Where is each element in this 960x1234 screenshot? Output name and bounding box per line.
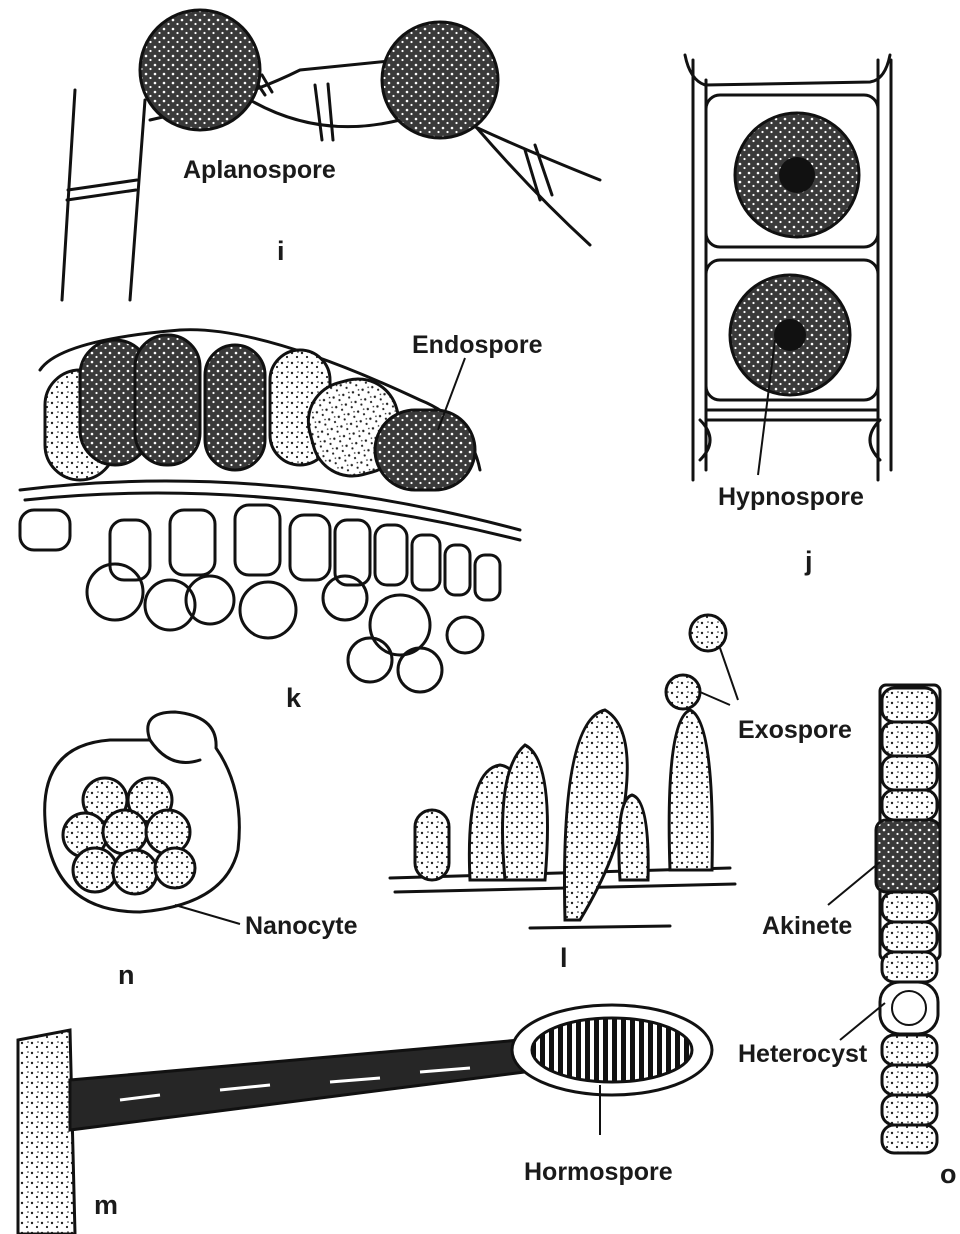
label-heterocyst: Heterocyst bbox=[738, 1042, 867, 1067]
panel-m-drawing bbox=[18, 1005, 712, 1234]
label-hormospore: Hormospore bbox=[524, 1160, 673, 1185]
hormospore-sac bbox=[532, 1018, 692, 1082]
panel-letter-m: m bbox=[94, 1192, 118, 1219]
label-exospore: Exospore bbox=[738, 718, 852, 743]
label-hypnospore: Hypnospore bbox=[718, 485, 864, 510]
panel-letter-i: i bbox=[277, 238, 285, 265]
panel-letter-j: j bbox=[805, 548, 813, 575]
label-akinete: Akinete bbox=[762, 914, 852, 939]
panel-letter-n: n bbox=[118, 962, 135, 989]
label-nanocyte: Nanocyte bbox=[245, 914, 358, 939]
aplanospore-1 bbox=[140, 10, 260, 130]
endospore-sac bbox=[375, 410, 475, 490]
exospore-attached bbox=[666, 675, 700, 709]
panel-letter-o: o bbox=[940, 1161, 957, 1188]
panel-k-drawing bbox=[20, 330, 520, 692]
panel-i-drawing bbox=[62, 10, 600, 300]
panel-letter-k: k bbox=[286, 685, 301, 712]
panel-j-drawing bbox=[685, 55, 891, 480]
exospore-free bbox=[690, 615, 726, 651]
panel-l-drawing bbox=[390, 615, 738, 928]
aplanospore-2 bbox=[382, 22, 498, 138]
label-endospore: Endospore bbox=[412, 333, 543, 358]
panel-letter-l: l bbox=[560, 945, 568, 972]
panel-n-drawing bbox=[45, 712, 240, 924]
label-aplanospore: Aplanospore bbox=[183, 158, 336, 183]
akinete-cell bbox=[876, 820, 940, 892]
